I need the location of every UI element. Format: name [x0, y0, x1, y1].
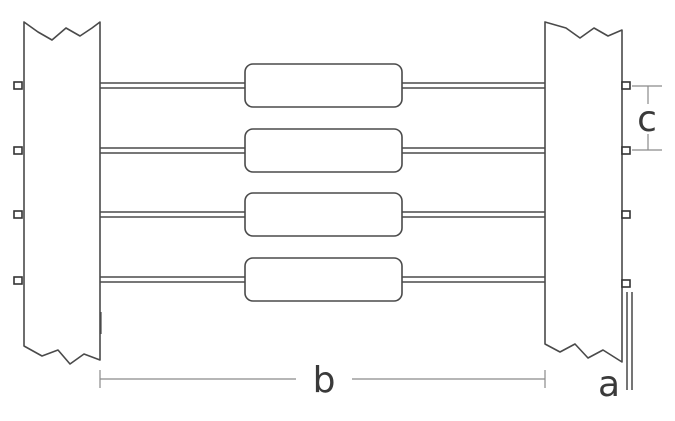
left-pad — [13, 210, 23, 219]
resistor-body — [244, 63, 403, 108]
left-pad — [13, 81, 23, 90]
resistor-1 — [100, 63, 545, 108]
left-pads — [13, 81, 23, 285]
left-pad — [13, 146, 23, 155]
right-pad — [621, 146, 631, 155]
dimension-a-label: a — [598, 364, 620, 405]
resistor-2 — [100, 128, 545, 173]
resistor-body — [244, 257, 403, 302]
dimension-c-label: c — [637, 99, 657, 140]
resistor-body — [244, 128, 403, 173]
right-pad — [621, 279, 631, 288]
dimension-a: a — [598, 292, 633, 405]
resistor-4 — [100, 257, 545, 302]
dimension-b-label: b — [313, 360, 336, 401]
right-pads — [621, 81, 631, 288]
dimension-c: c — [632, 85, 662, 151]
right-pad — [621, 81, 631, 90]
resistor-body — [244, 192, 403, 237]
right-board — [544, 21, 623, 363]
resistor-3 — [100, 192, 545, 237]
left-board — [23, 21, 101, 365]
dimension-b: b — [99, 360, 546, 401]
left-pad — [13, 276, 23, 285]
right-pad — [621, 210, 631, 219]
